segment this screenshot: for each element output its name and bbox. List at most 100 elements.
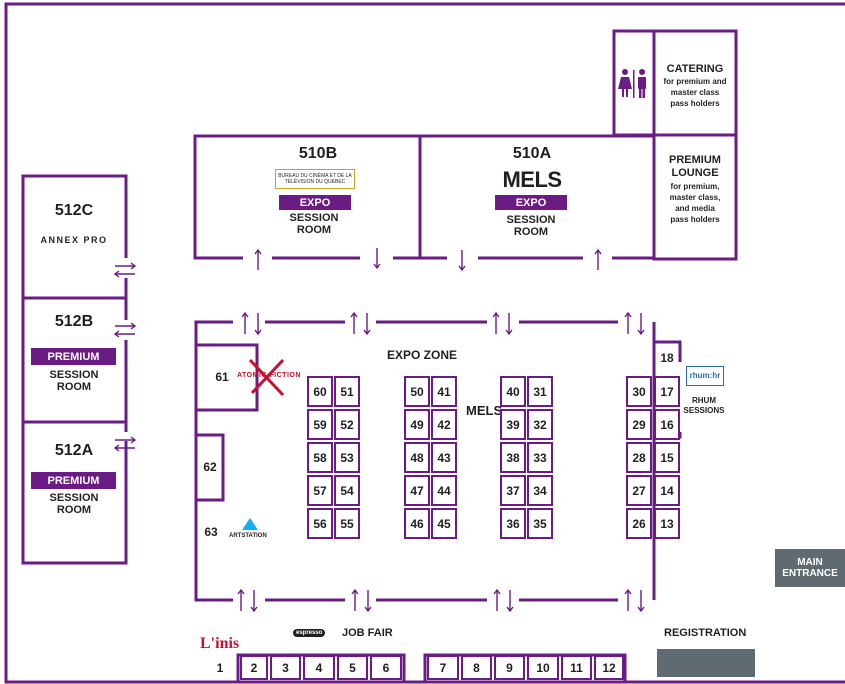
room-510a-wall bbox=[418, 134, 654, 260]
room-512a-line1: SESSION bbox=[49, 492, 99, 504]
catering-line3: pass holders bbox=[670, 99, 720, 108]
booth-44[interactable]: 44 bbox=[431, 475, 457, 506]
booth-34[interactable]: 34 bbox=[527, 475, 553, 506]
artstation-logo bbox=[242, 518, 258, 530]
booth-11[interactable]: 11 bbox=[561, 655, 592, 680]
booth-26[interactable]: 26 bbox=[626, 508, 652, 539]
rhum-line2: SESSIONS bbox=[683, 406, 725, 415]
atomic-fiction-logo bbox=[248, 358, 285, 397]
lounge-line2: master class, bbox=[669, 193, 721, 202]
espresso-logo: espresso bbox=[293, 629, 326, 638]
room-512b-line1: SESSION bbox=[49, 369, 99, 381]
room-510b-wall bbox=[193, 134, 422, 260]
booth-9[interactable]: 9 bbox=[494, 655, 525, 680]
annex-pro-logo: ANNEX PRO bbox=[40, 235, 108, 245]
booth-32[interactable]: 32 bbox=[527, 409, 553, 440]
booth-14[interactable]: 14 bbox=[654, 475, 680, 506]
booth-36[interactable]: 36 bbox=[500, 508, 526, 539]
booth-49[interactable]: 49 bbox=[404, 409, 430, 440]
booth-18[interactable]: 18 bbox=[660, 351, 674, 365]
booth-61-outline bbox=[196, 343, 259, 412]
booth-13[interactable]: 13 bbox=[654, 508, 680, 539]
booth-33[interactable]: 33 bbox=[527, 442, 553, 473]
booth-2[interactable]: 2 bbox=[240, 655, 268, 680]
room-512a-premium-badge: PREMIUM bbox=[31, 472, 116, 489]
booth-43[interactable]: 43 bbox=[431, 442, 457, 473]
booth-28[interactable]: 28 bbox=[626, 442, 652, 473]
booth-37[interactable]: 37 bbox=[500, 475, 526, 506]
rhum-logo: rhum:hr bbox=[686, 366, 724, 386]
booth-51[interactable]: 51 bbox=[334, 376, 360, 407]
booth-31[interactable]: 31 bbox=[527, 376, 553, 407]
rhum-line1: RHUM bbox=[692, 396, 716, 405]
booth-38[interactable]: 38 bbox=[500, 442, 526, 473]
expo-zone-label: EXPO ZONE bbox=[387, 348, 458, 362]
room-510b-line1: SESSION bbox=[289, 212, 339, 224]
booth-41[interactable]: 41 bbox=[431, 376, 457, 407]
booth-1[interactable]: 1 bbox=[216, 660, 224, 675]
room-510b-line2: ROOM bbox=[296, 224, 332, 236]
booth-58[interactable]: 58 bbox=[307, 442, 333, 473]
booth-7[interactable]: 7 bbox=[427, 655, 459, 680]
linis-logo: L'inis bbox=[200, 635, 240, 652]
booth-45[interactable]: 45 bbox=[431, 508, 457, 539]
job-fair-label: JOB FAIR bbox=[342, 627, 393, 639]
room-512-walls bbox=[21, 174, 128, 565]
booth-12[interactable]: 12 bbox=[594, 655, 624, 680]
lounge-line4: pass holders bbox=[670, 215, 720, 224]
lounge-title2: LOUNGE bbox=[671, 167, 719, 179]
booth-62-outline bbox=[194, 433, 225, 502]
booth-8[interactable]: 8 bbox=[461, 655, 492, 680]
bureau-cinema-logo: BUREAU DU CINÉMA ET DE LA TÉLÉVISION DU … bbox=[275, 169, 355, 189]
catering-line2: master class bbox=[670, 88, 720, 97]
booth-50[interactable]: 50 bbox=[404, 376, 430, 407]
booth-42[interactable]: 42 bbox=[431, 409, 457, 440]
booth-5[interactable]: 5 bbox=[337, 655, 368, 680]
booth-52[interactable]: 52 bbox=[334, 409, 360, 440]
booth-46[interactable]: 46 bbox=[404, 508, 430, 539]
booth-62[interactable]: 62 bbox=[203, 460, 217, 474]
premium-lounge-room bbox=[652, 133, 738, 261]
registration-label: REGISTRATION bbox=[664, 627, 747, 639]
booth-10[interactable]: 10 bbox=[527, 655, 559, 680]
room-510b-name: 510B bbox=[298, 145, 338, 162]
booth-16[interactable]: 16 bbox=[654, 409, 680, 440]
booth-17[interactable]: 17 bbox=[654, 376, 680, 407]
booth-57[interactable]: 57 bbox=[307, 475, 333, 506]
room-512a-line2: ROOM bbox=[56, 504, 92, 516]
booth-53[interactable]: 53 bbox=[334, 442, 360, 473]
booth-60[interactable]: 60 bbox=[307, 376, 333, 407]
booth-29[interactable]: 29 bbox=[626, 409, 652, 440]
booth-27[interactable]: 27 bbox=[626, 475, 652, 506]
catering-title: CATERING bbox=[666, 63, 724, 75]
lounge-line1: for premium, bbox=[670, 182, 720, 191]
booth-59[interactable]: 59 bbox=[307, 409, 333, 440]
booth-4[interactable]: 4 bbox=[303, 655, 335, 680]
room-510a-name: 510A bbox=[512, 145, 552, 162]
lounge-title1: PREMIUM bbox=[669, 154, 721, 166]
room-510a-expo-badge: EXPO bbox=[495, 195, 567, 210]
booth-40[interactable]: 40 bbox=[500, 376, 526, 407]
booth-3[interactable]: 3 bbox=[270, 655, 301, 680]
booth-54[interactable]: 54 bbox=[334, 475, 360, 506]
booth-15[interactable]: 15 bbox=[654, 442, 680, 473]
atomic-fiction-text: ATOMIC FICTION bbox=[237, 372, 301, 379]
room-512c-name: 512C bbox=[54, 202, 94, 219]
booth-56[interactable]: 56 bbox=[307, 508, 333, 539]
room-512b-line2: ROOM bbox=[56, 381, 92, 393]
room-510a-line2: ROOM bbox=[513, 226, 549, 238]
booth-39[interactable]: 39 bbox=[500, 409, 526, 440]
booth-47[interactable]: 47 bbox=[404, 475, 430, 506]
lounge-line3: and media bbox=[675, 204, 715, 213]
booth-6[interactable]: 6 bbox=[370, 655, 402, 680]
booth-48[interactable]: 48 bbox=[404, 442, 430, 473]
booth-63[interactable]: 63 bbox=[204, 525, 218, 539]
room-510b-expo-badge: EXPO bbox=[279, 195, 351, 210]
booth-61[interactable]: 61 bbox=[215, 370, 229, 384]
flow-arrows bbox=[113, 248, 645, 613]
booth-30[interactable]: 30 bbox=[626, 376, 652, 407]
catering-line1: for premium and bbox=[663, 77, 727, 86]
booth-35[interactable]: 35 bbox=[527, 508, 553, 539]
booth-55[interactable]: 55 bbox=[334, 508, 360, 539]
